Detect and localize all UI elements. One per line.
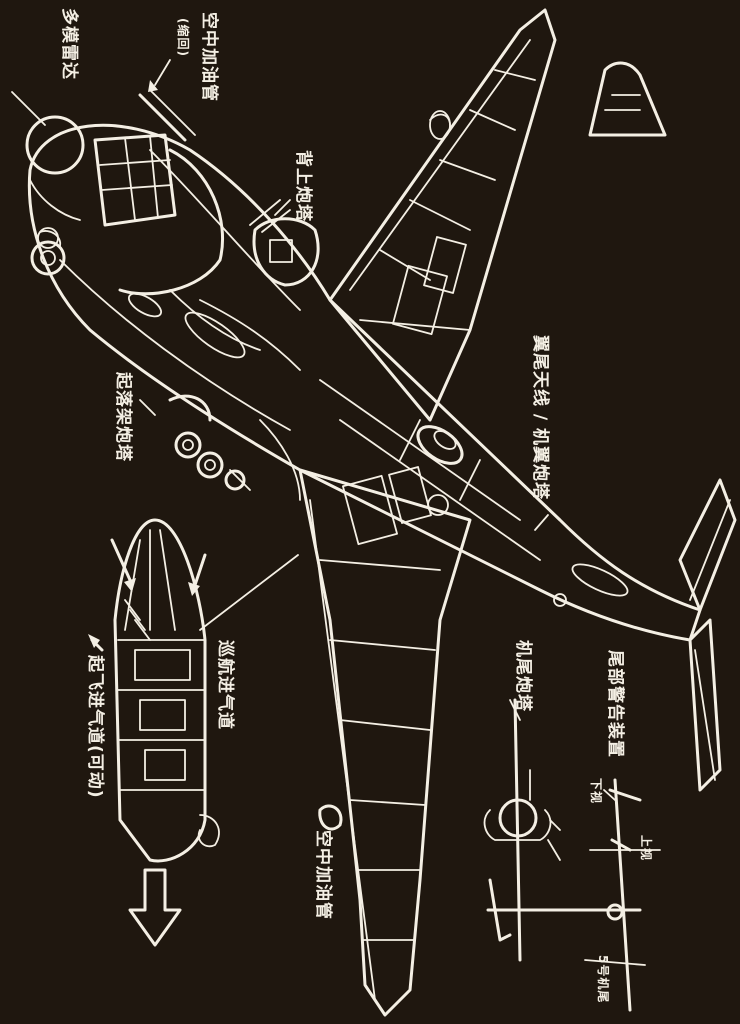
wing-refuel-pod [318, 804, 343, 831]
main-landing-gear [168, 394, 301, 501]
label-wing-refuel: 空中加油管 [313, 830, 333, 920]
label-nose-radar: 多模雷达 [59, 8, 79, 80]
label-cruise-intake: 巡航进气道 [215, 640, 235, 730]
label-dorsal-turret: 背上炮塔 [293, 150, 313, 222]
label-aerial-refuel-probe-sub: (缩回) [176, 18, 190, 57]
label-view-bottom: 下视 [589, 778, 603, 805]
label-leaders [139, 59, 616, 801]
lower-wing [298, 466, 472, 1017]
tail-section [553, 478, 737, 792]
label-tail-turret: 机尾炮塔 [513, 640, 533, 712]
label-view-top: 上视 [639, 835, 653, 862]
label-view-side: 5号机尾 [596, 955, 610, 1004]
nose-gear [30, 227, 66, 276]
upper-engine-pod [416, 425, 464, 465]
intake-cutaway [88, 518, 299, 947]
nose-refuel-probe [138, 89, 196, 142]
upper-wing [328, 8, 557, 422]
tail-profile-inset [588, 61, 667, 137]
nose-radar-dome [11, 91, 85, 221]
label-tail-warning: 尾部警告装置 [605, 650, 625, 758]
dorsal-turret [249, 199, 320, 287]
label-aerial-refuel-probe: 空中加油管 [199, 12, 219, 102]
cockpit-canopy [93, 133, 225, 296]
label-wing-turret: 翼尾天线 / 机翼炮塔 [530, 335, 550, 501]
label-landing-gear-turret: 起落架炮塔 [113, 372, 133, 462]
label-takeoff-intake: 起飞进气道(可动) [85, 655, 105, 799]
front-view-sketch [483, 698, 661, 1012]
